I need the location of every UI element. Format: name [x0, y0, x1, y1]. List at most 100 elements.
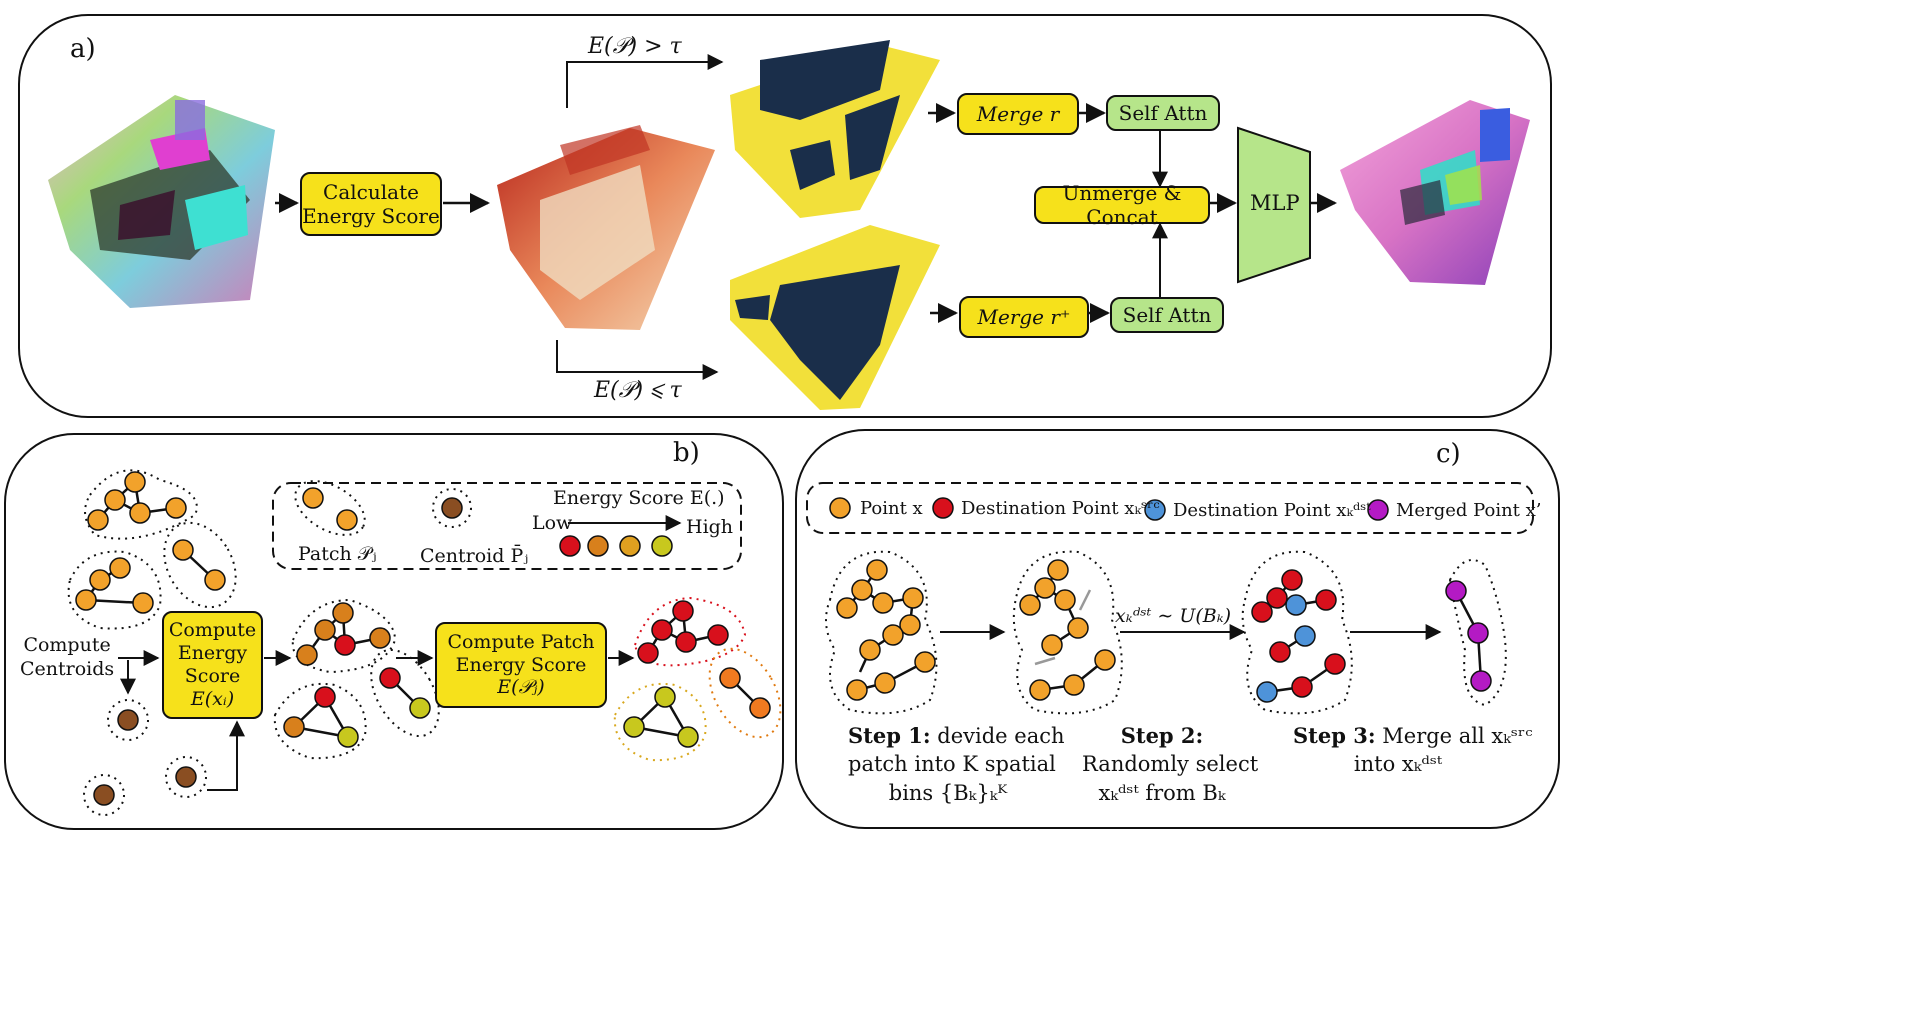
sample-label: xₖᵈˢᵗ ∼ U(Bₖ)	[1115, 605, 1232, 627]
legend-patch-point-1	[302, 487, 324, 509]
centroid-2	[175, 766, 197, 788]
merge-r-plus-box: Merge r⁺	[959, 296, 1089, 338]
legend-patch-text: Patch 𝒫ⱼ	[298, 543, 377, 565]
step2-line-3: xₖᵈˢᵗ from Bₖ	[1098, 780, 1226, 805]
energy-heatmap-cloud	[497, 125, 715, 330]
legend-dest-src-label: Destination Point xₖˢʳᶜ	[961, 498, 1160, 519]
result-patch-orange	[708, 647, 782, 739]
centroid-3	[93, 784, 115, 806]
compute-centroids-label: Compute Centroids	[20, 634, 114, 682]
legend-low-label: Low	[532, 512, 573, 534]
step3-text-1: Merge all xₖˢʳᶜ	[1375, 724, 1533, 748]
compute-patch-line-3: E(𝒫ⱼ)	[497, 676, 545, 699]
patch-group-2	[163, 521, 237, 609]
panel-c-label: c)	[1436, 439, 1461, 469]
legend-patch-outline	[294, 480, 366, 536]
legend-centroid-text: Centroid P̄ⱼ	[420, 545, 529, 567]
legend-energy-olive	[651, 535, 673, 557]
step2-patch	[1012, 550, 1123, 715]
panel-a	[18, 14, 1552, 418]
compute-energy-box: Compute Energy Score E(xᵢ)	[162, 611, 263, 719]
arrow-high-branch	[566, 54, 724, 108]
legend-dest-dst-dot	[1144, 499, 1166, 521]
legend-high-label: High	[686, 516, 734, 538]
compute-energy-line-1: Compute	[168, 619, 257, 642]
self-attn-bottom-box: Self Attn	[1110, 297, 1224, 333]
legend-patch-label: Patch 𝒫ⱼ	[298, 543, 377, 565]
compute-energy-line-3: Score	[184, 665, 241, 687]
centroid-outline-2	[165, 756, 207, 798]
mlp-block	[1237, 126, 1311, 284]
merge-r-plus-label: Merge r⁺	[977, 305, 1071, 329]
arrow-centroid-to-energy	[207, 720, 245, 791]
step3-caption: Step 3: Merge all xₖˢʳᶜ into xₖᵈˢᵗ	[1293, 722, 1533, 779]
unmerge-concat-label: Unmerge & Concat	[1062, 181, 1182, 229]
merged-patch	[1445, 559, 1507, 707]
centroid-outline-3	[83, 774, 125, 816]
arrow-low-branch	[556, 340, 719, 380]
patch-group-3	[67, 550, 162, 630]
self-attn-bottom-label: Self Attn	[1122, 303, 1212, 327]
compute-patch-line-2: Energy Score	[455, 653, 587, 676]
centroid-1	[117, 709, 139, 731]
self-attn-top-label: Self Attn	[1118, 101, 1208, 125]
calculate-energy-label: Calculate Energy Score	[302, 180, 440, 228]
step1-line-2: patch into K spatial	[848, 752, 1056, 777]
legend-dest-dst-text: Destination Point xₖᵈˢᵗ	[1173, 500, 1371, 521]
self-attn-top-box: Self Attn	[1106, 95, 1220, 131]
legend-dest-dst-label: Destination Point xₖᵈˢᵗ	[1173, 500, 1371, 521]
merge-r-box: Merge r	[957, 93, 1079, 135]
output-point-cloud	[1340, 100, 1530, 285]
legend-dest-src-dot	[932, 497, 954, 519]
legend-point-dot	[829, 497, 851, 519]
result-patch-red	[633, 596, 747, 667]
step2-line-1: Step 2:	[1082, 722, 1242, 750]
legend-energy-darkorange	[587, 535, 609, 557]
step2-line-2: Randomly select	[1082, 752, 1259, 777]
legend-merged-label: Merged Point x’	[1396, 500, 1542, 521]
step2-title: Step 2:	[1120, 723, 1204, 748]
condition-high-label: E(𝒫) > τ	[588, 34, 682, 59]
step3-line-2: into xₖᵈˢᵗ	[1353, 752, 1443, 777]
legend-dest-src-text: Destination Point xₖˢʳᶜ	[961, 498, 1160, 519]
step3-patch	[1241, 550, 1353, 715]
compute-patch-line-1: Compute Patch	[447, 630, 595, 653]
compute-energy-line-4: E(xᵢ)	[190, 687, 235, 710]
calculate-energy-box: Calculate Energy Score	[300, 172, 442, 236]
step1-text-1: devide each	[930, 724, 1065, 748]
legend-energy-red	[559, 535, 581, 557]
step3-line-1: Step 3: Merge all xₖˢʳᶜ	[1293, 722, 1533, 750]
mlp-label: MLP	[1250, 191, 1300, 215]
legend-merged-dot	[1367, 499, 1389, 521]
panel-c-legend-box	[806, 482, 1534, 534]
merge-r-label: Merge r	[976, 102, 1060, 126]
legend-patch-point-2	[336, 509, 358, 531]
panel-b	[4, 433, 784, 830]
compute-centroids-line-1: Compute	[23, 634, 111, 656]
step1-patch	[825, 550, 938, 715]
panel-a-label: a)	[70, 34, 96, 64]
low-energy-cloud	[730, 225, 940, 410]
result-patch-olive	[613, 682, 707, 762]
colored-patch-2	[370, 648, 440, 738]
step1-line-1: Step 1: devide each	[848, 722, 1065, 750]
legend-centroid-point	[441, 497, 463, 519]
compute-energy-line-2: Energy	[177, 642, 248, 665]
step2-caption: Step 2: Randomly select xₖᵈˢᵗ from Bₖ	[1082, 722, 1259, 807]
high-energy-cloud	[730, 40, 940, 218]
legend-merged-text: Merged Point x’	[1396, 500, 1542, 521]
legend-energy-label: Energy Score E(.)	[553, 487, 725, 509]
unmerge-concat-box: Unmerge & Concat	[1034, 181, 1210, 229]
legend-centroid-outline	[432, 488, 472, 528]
colored-patch-3	[273, 682, 367, 760]
legend-energy-orange	[619, 535, 641, 557]
legend-point-label: Point x	[860, 498, 923, 519]
compute-centroids-line-2: Centroids	[20, 657, 115, 680]
patch-group-1	[84, 469, 198, 540]
step3-title: Step 3:	[1293, 723, 1376, 748]
input-point-cloud	[48, 95, 275, 308]
compute-patch-energy-box: Compute Patch Energy Score E(𝒫ⱼ)	[435, 622, 607, 708]
step1-title: Step 1:	[848, 723, 931, 748]
